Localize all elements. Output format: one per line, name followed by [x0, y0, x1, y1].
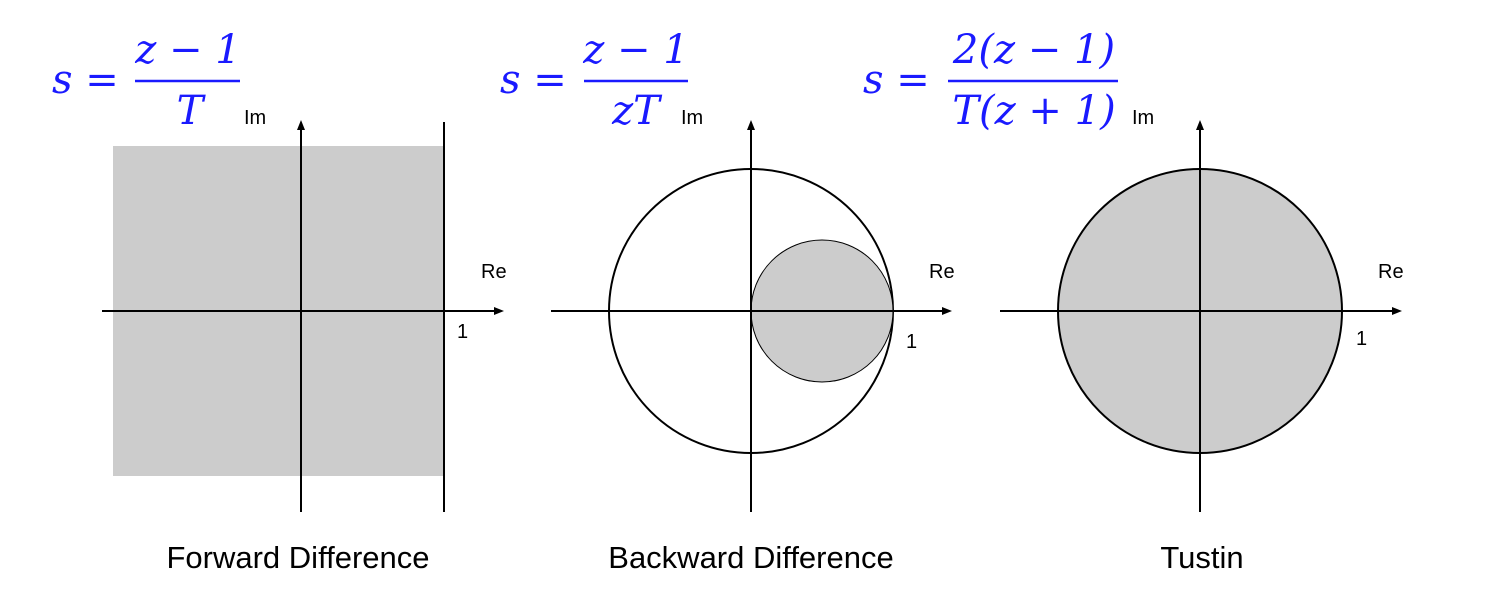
formula-denominator: T: [177, 88, 207, 134]
re-label: Re: [1378, 261, 1404, 283]
formula-lhs: s =: [863, 57, 930, 103]
re-label: Re: [929, 261, 955, 283]
real-axis-arrow: [942, 307, 952, 315]
tustin-caption: Tustin: [1160, 540, 1244, 575]
imag-axis-arrow: [297, 120, 305, 130]
re-label: Re: [481, 261, 507, 283]
formula-denominator: zT: [611, 88, 663, 134]
forward-difference-caption: Forward Difference: [166, 540, 430, 575]
formula-lhs: s =: [52, 57, 119, 103]
real-axis-arrow: [494, 307, 504, 315]
backward-difference-caption: Backward Difference: [608, 540, 894, 575]
tick-one: 1: [457, 321, 468, 343]
formula-numerator: z − 1: [134, 27, 240, 73]
tick-one: 1: [1356, 328, 1367, 350]
formula-denominator: T(z + 1): [952, 88, 1115, 134]
im-label: Im: [244, 107, 266, 129]
real-axis-arrow: [1392, 307, 1402, 315]
tustin-formula: s = 2(z − 1) T(z + 1): [863, 27, 1118, 134]
formula-numerator: 2(z − 1): [952, 27, 1115, 73]
im-label: Im: [1132, 107, 1154, 129]
tick-one: 1: [906, 331, 917, 353]
backward-formula: s = z − 1 zT: [500, 27, 689, 134]
formula-numerator: z − 1: [582, 27, 688, 73]
imag-axis-arrow: [747, 120, 755, 130]
im-label: Im: [681, 107, 703, 129]
forward-formula: s = z − 1 T: [52, 27, 241, 134]
formula-lhs: s =: [500, 57, 567, 103]
imag-axis-arrow: [1196, 120, 1204, 130]
